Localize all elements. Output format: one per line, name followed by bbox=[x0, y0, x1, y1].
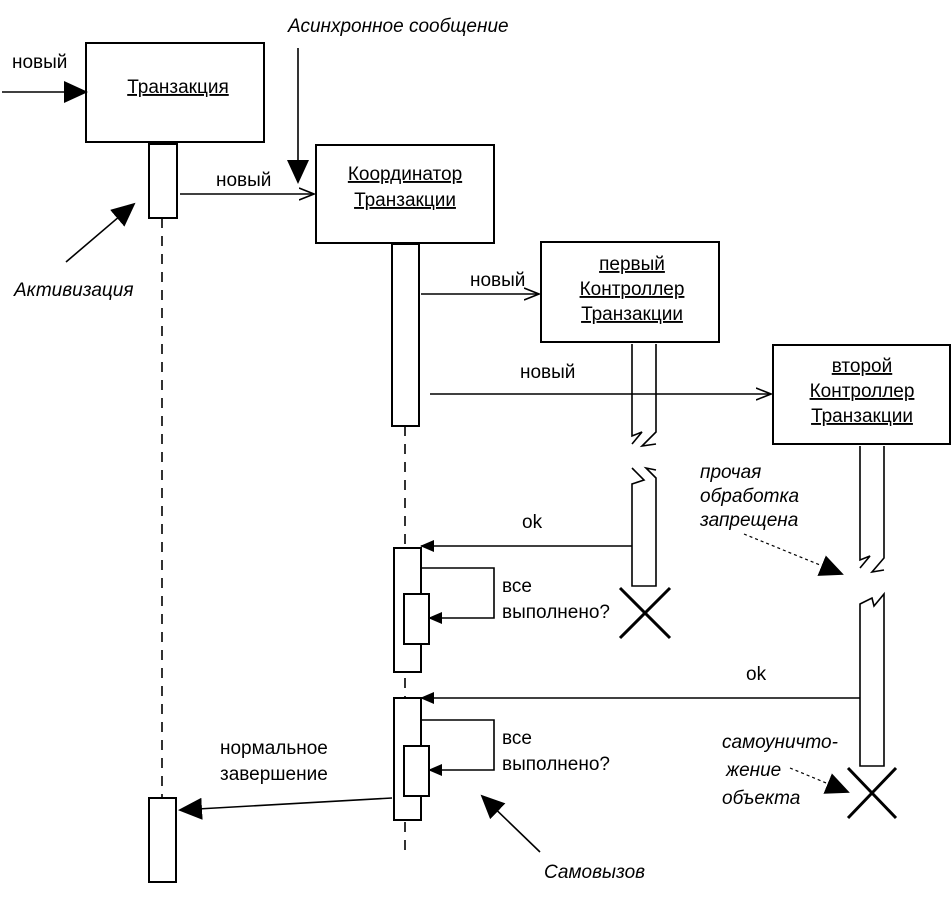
object-controller1-line3: Транзакции bbox=[581, 304, 683, 325]
self-call-2-label-line1: все bbox=[502, 728, 532, 749]
annotation-other-processing-pointer bbox=[743, 533, 844, 576]
message-ok-controller1-label: ok bbox=[522, 512, 543, 533]
object-controller2-line2: Контроллер bbox=[810, 381, 915, 402]
object-controller1: первый Контроллер Транзакции bbox=[540, 241, 720, 343]
message-new-controller2-label: новый bbox=[520, 362, 575, 383]
activation-coordinator-2-nested bbox=[403, 593, 430, 645]
message-new-controller1-label: новый bbox=[470, 270, 525, 291]
annotation-self-destruct-line3: объекта bbox=[722, 788, 800, 809]
activation-controller2 bbox=[859, 446, 885, 767]
message-normal-completion bbox=[178, 797, 393, 820]
self-call-1-label-line1: все bbox=[502, 576, 532, 597]
object-coordinator-line1: Координатор bbox=[348, 164, 462, 185]
message-ok-controller2-label: ok bbox=[746, 664, 767, 685]
activation-transaction-2 bbox=[148, 797, 177, 883]
self-call-2 bbox=[421, 719, 495, 776]
object-controller1-line1: первый bbox=[599, 254, 665, 275]
annotation-activation: Активизация bbox=[13, 280, 134, 301]
activation-controller1 bbox=[631, 344, 657, 587]
destroy-controller1 bbox=[618, 586, 672, 640]
activation-transaction-1 bbox=[148, 143, 178, 219]
annotation-other-processing-line1: прочая bbox=[700, 462, 761, 483]
message-new-external-label: новый bbox=[12, 52, 67, 73]
object-coordinator-line2: Транзакции bbox=[354, 190, 456, 211]
message-normal-completion-line1: нормальное bbox=[220, 738, 328, 759]
object-transaction-name: Транзакция bbox=[127, 77, 229, 98]
object-controller1-line2: Контроллер bbox=[580, 279, 685, 300]
annotation-self-destruct-line2: жение bbox=[725, 760, 781, 781]
annotation-other-processing-line2: обработка bbox=[700, 486, 799, 507]
object-controller2-line3: Транзакции bbox=[811, 406, 913, 427]
annotation-self-call-arrow bbox=[480, 794, 541, 853]
annotation-other-processing-line3: запрещена bbox=[699, 510, 798, 531]
self-call-1-label-line2: выполнено? bbox=[502, 602, 610, 623]
object-transaction: Транзакция bbox=[85, 42, 265, 143]
self-call-1 bbox=[421, 567, 495, 624]
annotation-self-destruct-line1: самоуничто- bbox=[722, 732, 838, 753]
activation-coordinator-1 bbox=[391, 243, 420, 427]
annotation-self-call: Самовызов bbox=[544, 862, 645, 883]
message-normal-completion-line2: завершение bbox=[220, 764, 328, 785]
activation-coordinator-3-nested bbox=[403, 745, 430, 797]
annotation-async-message: Асинхронное сообщение bbox=[287, 16, 509, 37]
annotation-self-destruct-pointer bbox=[789, 767, 850, 794]
object-coordinator: Координатор Транзакции bbox=[315, 144, 495, 244]
destroy-controller2 bbox=[846, 766, 898, 820]
message-new-coordinator-label: новый bbox=[216, 170, 271, 191]
annotation-activation-arrow bbox=[65, 202, 136, 263]
object-controller2: второй Контроллер Транзакции bbox=[772, 344, 951, 445]
object-controller2-line1: второй bbox=[832, 356, 892, 377]
self-call-2-label-line2: выполнено? bbox=[502, 754, 610, 775]
